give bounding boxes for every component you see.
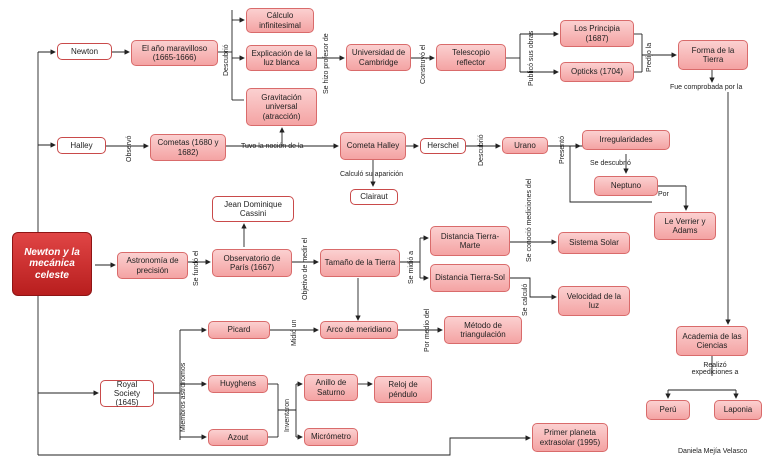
- node-neptuno: Neptuno: [594, 176, 658, 196]
- label-se-hizo-profesor: Se hizo profesor de: [323, 33, 330, 94]
- node-sistema-solar: Sistema Solar: [558, 232, 630, 254]
- node-royal-society: Royal Society (1645): [100, 380, 154, 407]
- node-cassini: Jean Dominique Cassini: [212, 196, 294, 222]
- node-velocidad-luz: Velocidad de la luz: [558, 286, 630, 316]
- label-se-midio-a: Se midió a: [408, 250, 415, 284]
- node-picard: Picard: [208, 321, 270, 339]
- node-clairaut: Clairaut: [350, 189, 398, 205]
- node-anillo-saturno: Anillo de Saturno: [304, 374, 358, 401]
- label-predijo: Predijo la: [646, 42, 653, 72]
- label-fue-comprobada: Fue comprobada por la: [670, 84, 743, 91]
- node-forma-tierra: Forma de la Tierra: [678, 40, 748, 70]
- node-le-verrier-adams: Le Verrier y Adams: [654, 212, 716, 240]
- node-huyghens: Huyghens: [208, 375, 268, 393]
- label-se-calculo: Se calculó: [522, 283, 529, 316]
- node-azout: Azout: [208, 429, 268, 446]
- node-tamano-tierra: Tamaño de la Tierra: [320, 249, 400, 277]
- node-cambridge: Universidad de Cambridge: [346, 44, 411, 71]
- label-descubrio-2: Descubrió: [478, 134, 485, 166]
- label-inventaron: Inventaron: [284, 398, 291, 432]
- node-urano: Urano: [502, 137, 548, 154]
- node-distancia-sol: Distancia Tierra-Sol: [430, 264, 510, 292]
- node-newton-mecanica-celeste: Newton y la mecánica celeste: [12, 232, 92, 296]
- node-halley: Halley: [57, 137, 106, 154]
- label-miembros-astronomos: Miembros astrónomos: [180, 362, 187, 432]
- node-distancia-marte: Distancia Tierra-Marte: [430, 226, 510, 256]
- label-por-medio: Por medio del: [424, 308, 431, 352]
- node-irregularidades: Irregularidades: [582, 130, 670, 150]
- node-cometas: Cometas (1680 y 1682): [150, 134, 226, 161]
- label-realizo-expediciones: Realizó expediciones a: [691, 362, 739, 376]
- node-academia-ciencias: Academia de las Ciencias: [676, 326, 748, 356]
- node-calculo: Cálculo infinitesimal: [246, 8, 314, 33]
- node-annus-mirabilis: El año maravilloso (1665-1666): [131, 40, 218, 66]
- node-peru: Perú: [646, 400, 690, 420]
- author-credit: Daniela Mejía Velasco: [678, 448, 748, 455]
- node-principia: Los Principia (1687): [560, 20, 634, 47]
- node-telescopio: Telescopio reflector: [436, 44, 506, 71]
- label-objetivo-medir: Objetivo de medir el: [302, 237, 309, 300]
- label-publico-obras: Publicó sus obras: [528, 30, 535, 86]
- label-se-conocio: Se conoció mediciones del: [526, 178, 533, 262]
- node-opticks: Opticks (1704): [560, 62, 634, 82]
- node-arco-meridiano: Arco de meridiano: [320, 321, 398, 339]
- label-calculo-aparicion: Calculó su aparición: [340, 171, 404, 178]
- node-reloj-pendulo: Reloj de péndulo: [374, 376, 432, 403]
- node-primer-planeta-extrasolar: Primer planeta extrasolar (1995): [532, 423, 608, 452]
- node-gravitacion: Gravitación universal (atracción): [246, 88, 317, 126]
- node-newton: Newton: [57, 43, 112, 60]
- node-observatorio-paris: Observatorio de París (1667): [212, 249, 292, 277]
- node-luz-blanca: Explicación de la luz blanca: [246, 45, 317, 71]
- node-herschel: Herschel: [420, 138, 466, 154]
- label-tuvo-nocion: Tuvo la noción de la: [241, 143, 304, 150]
- node-cometa-halley: Cometa Halley: [340, 132, 406, 160]
- label-por: Por: [658, 191, 669, 198]
- label-presento: Presentó: [559, 135, 566, 164]
- node-laponia: Laponia: [714, 400, 762, 420]
- label-construyo: Construyó el: [420, 44, 427, 84]
- label-descubrio-1: Descubrió: [223, 44, 230, 76]
- node-astronomia-precision: Astronomía de precisión: [117, 252, 188, 279]
- label-midio-un: Midió un: [291, 319, 298, 346]
- label-se-descubrio: Se descubrió: [590, 160, 631, 167]
- node-triangulacion: Método de triangulación: [444, 316, 522, 344]
- label-se-fundo: Se fundó el: [193, 250, 200, 286]
- node-micrometro: Micrómetro: [304, 428, 358, 446]
- label-observo: Observó: [126, 135, 133, 162]
